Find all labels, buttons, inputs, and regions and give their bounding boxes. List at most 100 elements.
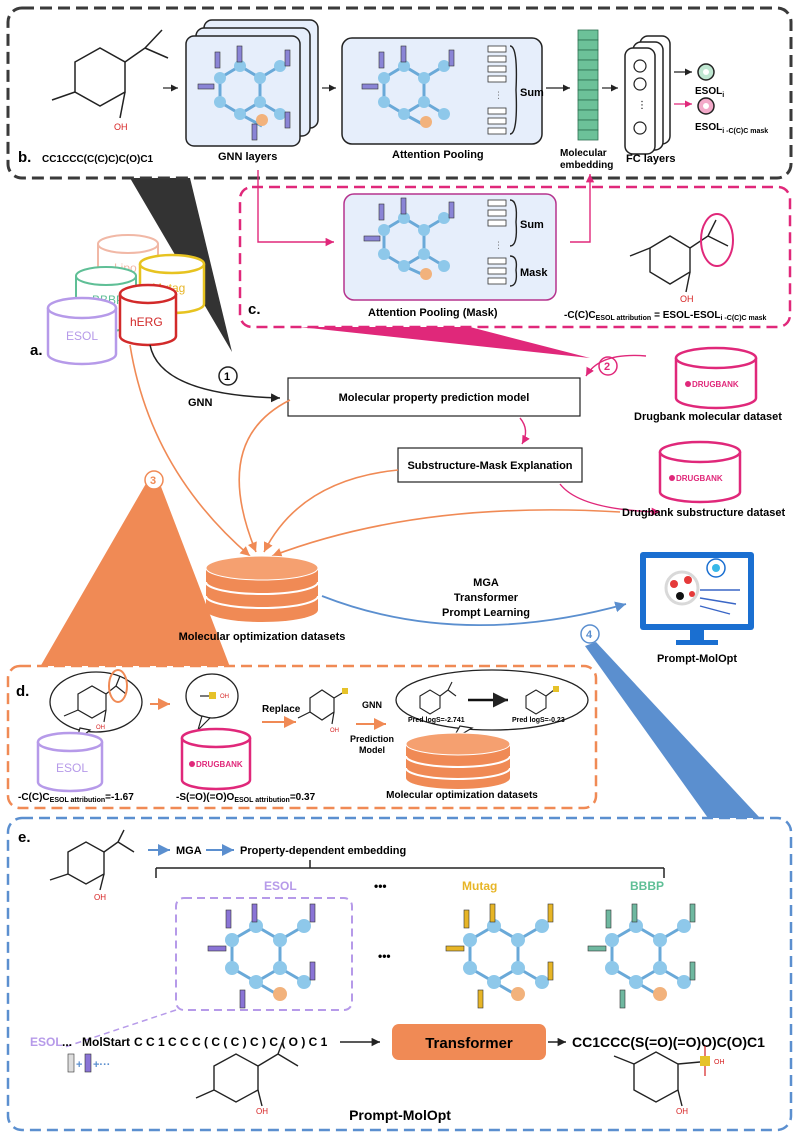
svg-text:⋮: ⋮ — [637, 100, 647, 111]
svg-text:⋮: ⋮ — [494, 240, 503, 250]
step-3 — [144, 470, 164, 490]
attention-vectors — [487, 45, 507, 135]
svg-text:ESOL: ESOL — [66, 329, 98, 343]
panel-d-label: d. — [16, 683, 29, 700]
smex-label: Substructure-Mask Explanation — [407, 460, 572, 472]
panel-e-label: e. — [18, 829, 31, 846]
mask-highlight — [700, 213, 734, 267]
svg-text:hERG: hERG — [130, 315, 163, 329]
attention-mask-graph — [363, 197, 455, 280]
seq-molstart: MolStart — [82, 1035, 130, 1049]
arrow-gnn-to-model — [149, 344, 281, 403]
bubble-prediction: Pred logS=-2.741 Pred logS=-0.23 — [395, 669, 589, 742]
panel-c-label: c. — [248, 301, 261, 318]
attention-pooling-label: Attention Pooling — [392, 149, 484, 161]
d-esol-db: ESOL — [36, 731, 104, 793]
transformer-box — [392, 1024, 546, 1060]
esol-graph — [207, 903, 316, 1009]
mpp-model-box — [287, 377, 581, 417]
esol-mask-label: ESOLi -C(C)C mask — [695, 122, 768, 135]
gnn-label: GNN — [188, 397, 213, 409]
panel-e-frame — [6, 816, 793, 1132]
e-bbbp-label: BBBP — [630, 879, 664, 893]
transformer-label-a: Transformer — [454, 592, 519, 604]
fc-layers-label: FC layers — [626, 153, 676, 165]
d-mod-datasets-label: Molecular optimization datasets — [386, 790, 538, 801]
funnel-3-to-d — [40, 480, 230, 667]
token-embedding-sum: + +··· — [67, 1053, 110, 1073]
dataset-herg: hERG — [118, 283, 178, 347]
svg-text:OH: OH — [96, 725, 105, 731]
fc-layers-card — [624, 47, 656, 155]
drugbank-molecular-label: Drugbank molecular dataset — [634, 411, 782, 423]
e-input-hydroxyl: OH — [94, 893, 106, 902]
smex-box — [397, 447, 583, 483]
output-molecule — [613, 1051, 701, 1107]
embedding-label-2: embedding — [560, 160, 613, 171]
gnn-layers-card — [185, 35, 301, 147]
e-mutag-label: Mutag — [462, 879, 497, 893]
masked-molecule — [629, 219, 729, 293]
svg-text:OH: OH — [220, 694, 229, 700]
output-smiles: CC1CCC(S(=O)(=O)O)C(O)C1 — [572, 1034, 765, 1050]
svg-text:+: + — [76, 1059, 82, 1071]
arrow-mask-to-embedding — [570, 174, 595, 243]
esol-embedding-box — [175, 897, 353, 1011]
seq-tokens: C C 1 C C C ( C ( C ) C ) C ( O ) C 1 — [134, 1035, 328, 1049]
svg-text:DRUGBANK: DRUGBANK — [692, 380, 739, 389]
monitor-icon — [640, 552, 754, 645]
e-source-molecule — [195, 1037, 299, 1107]
svg-text:1: 1 — [224, 371, 230, 383]
seq-dots: ... — [62, 1035, 72, 1049]
mutag-graph — [445, 903, 554, 1009]
attribution-formula-c: -C(C)CESOL attribution= ESOL-ESOLi -C(C)… — [564, 310, 767, 322]
arrow-drugbank-to-model — [585, 354, 647, 377]
gnn-pred-2: Prediction — [350, 734, 394, 744]
arrow-smex-to-opt — [263, 469, 399, 553]
e-dots-top: ••• — [374, 879, 387, 893]
output-hydroxyl: OH — [676, 1107, 688, 1116]
seq-esol: ESOL — [30, 1035, 63, 1049]
arrow-substructure-to-opt — [271, 509, 621, 558]
attr-isopropyl: -C(C)CESOL attribution=-1.67 — [18, 792, 134, 804]
molecular-optimization-db — [205, 555, 319, 622]
svg-text:4: 4 — [586, 629, 593, 641]
e-input-molecule — [49, 829, 135, 891]
bbbp-graph — [587, 903, 696, 1009]
step-1 — [218, 366, 238, 386]
svg-text:•••: ••• — [378, 949, 391, 963]
replace-label: Replace — [262, 704, 301, 715]
gnn-graph — [197, 45, 291, 141]
arrow-model-to-smex — [519, 417, 530, 445]
sum-label-c: Sum — [520, 219, 544, 231]
pred-after: Pred logS=-0.23 — [512, 717, 565, 724]
embedding-label-1: Molecular — [560, 148, 607, 159]
property-embedding-label: Property-dependent embedding — [240, 845, 406, 857]
attention-graph — [361, 45, 455, 128]
svg-text:DRUGBANK: DRUGBANK — [196, 760, 243, 769]
attention-pooling-mask-label: Attention Pooling (Mask) — [368, 307, 498, 319]
prompt-molopt-label-a: Prompt-MolOpt — [657, 653, 737, 665]
arrow-gnn-to-mask — [257, 170, 334, 247]
gnn-layers-label: GNN layers — [218, 151, 277, 163]
panel-a-label: a. — [30, 342, 43, 359]
sum-label-b: Sum — [520, 87, 544, 99]
e-source-hydroxyl: OH — [256, 1107, 268, 1116]
svg-text:OH: OH — [330, 728, 339, 734]
arrow-smex-to-substructure — [559, 483, 661, 516]
e-esol-label: ESOL — [264, 879, 297, 893]
sulfonic-group — [700, 1056, 710, 1066]
funnel-c-to-drugbank — [300, 327, 590, 358]
d-drugbank-db: DRUGBANK — [180, 727, 252, 791]
svg-text:+···: +··· — [93, 1059, 110, 1071]
attr-sulfonic: -S(=O)(=O)OESOL attribution=0.37 — [176, 792, 316, 804]
svg-text:⋮: ⋮ — [494, 90, 503, 100]
mod-datasets-label: Molecular optimization datasets — [179, 631, 346, 643]
prompt-molopt-title: Prompt-MolOpt — [349, 1107, 451, 1123]
drugbank-substructure-db: DRUGBANK — [658, 440, 742, 504]
prompt-learning-label: Prompt Learning — [442, 607, 530, 619]
arrow-model-to-opt — [238, 399, 291, 553]
svg-text:2: 2 — [604, 361, 610, 373]
arrow-opt-to-prompt — [321, 595, 627, 627]
